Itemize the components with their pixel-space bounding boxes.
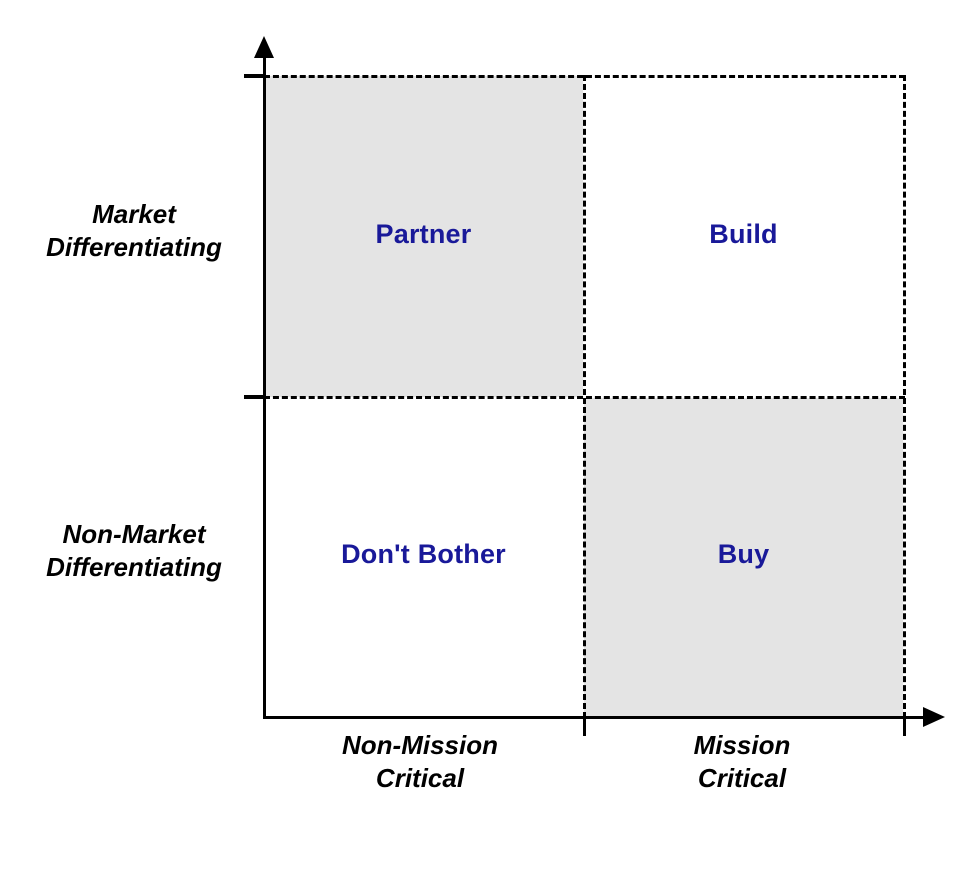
matrix-vertical-divider (583, 75, 586, 718)
quadrant-label-buy[interactable]: Buy (717, 539, 770, 569)
right-arrow-icon (923, 707, 945, 727)
y-axis-label-market-differentiating-line2: Differentiating (46, 232, 222, 263)
y-axis-label-market-differentiating-line1: Market (92, 199, 176, 229)
quadrant-label-partner[interactable]: Partner (375, 219, 472, 249)
matrix-right-border (903, 75, 906, 718)
y-axis-line (263, 55, 266, 718)
quadrant-label-dont-bother[interactable]: Don't Bother (341, 539, 506, 569)
x-axis-tick-right (903, 716, 906, 736)
up-arrow-icon (254, 36, 274, 58)
y-axis-label-non-market-differentiating: Non-Market Differentiating (20, 518, 248, 585)
quadrant-fill-buy (584, 398, 903, 716)
y-axis-tick-middle (244, 395, 266, 399)
x-axis-label-mission-critical-line2: Critical (697, 763, 787, 794)
x-axis-label-mission-critical: Mission Critical (612, 729, 872, 796)
quadrant-fill-partner (264, 76, 583, 397)
x-axis-tick-center (583, 716, 586, 736)
x-axis-line (263, 716, 937, 719)
quadrant-fill-build (584, 76, 903, 397)
y-axis-label-market-differentiating: Market Differentiating (20, 198, 248, 265)
x-axis-label-non-mission-critical-line2: Critical (375, 763, 465, 794)
x-axis-label-non-mission-critical: Non-Mission Critical (290, 729, 550, 796)
quadrant-label-build[interactable]: Build (709, 219, 778, 249)
quadrant-fill-dont-bother (264, 398, 583, 716)
y-axis-label-non-market-differentiating-line2: Differentiating (46, 552, 222, 583)
x-axis-label-mission-critical-line1: Mission (693, 730, 791, 760)
x-axis-label-non-mission-critical-line1: Non-Mission (342, 730, 498, 760)
y-axis-tick-top (244, 74, 266, 78)
y-axis-label-non-market-differentiating-line1: Non-Market (62, 519, 206, 549)
